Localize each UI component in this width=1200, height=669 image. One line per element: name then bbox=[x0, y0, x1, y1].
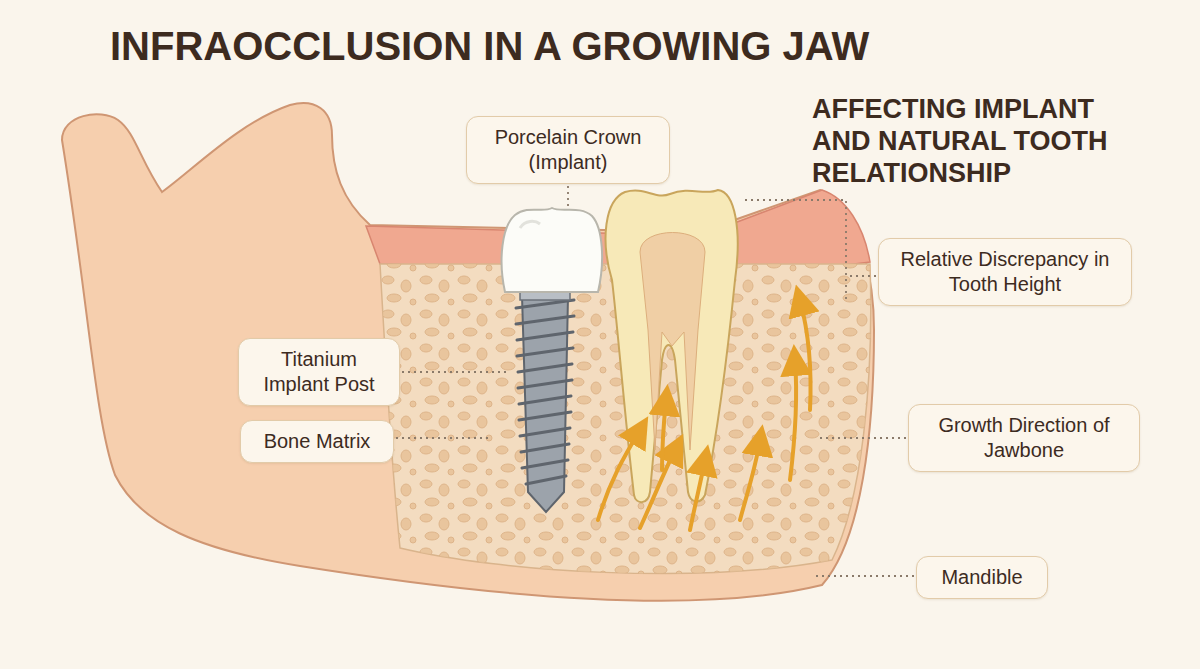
callout-box: Titanium Implant Post bbox=[238, 338, 400, 406]
mandible-outline bbox=[62, 103, 874, 601]
implant-post bbox=[522, 296, 568, 512]
callout-text: Growth Direction of Jawbone bbox=[921, 413, 1127, 463]
callout-box: Growth Direction of Jawbone bbox=[908, 404, 1140, 472]
growth-arrows bbox=[598, 300, 811, 530]
callout-box: Bone Matrix bbox=[240, 420, 394, 463]
callout-box: Relative Discrepancy in Tooth Height bbox=[878, 238, 1132, 306]
diagram-title: INFRAOCCLUSION IN A GROWING JAW bbox=[110, 24, 869, 69]
porcelain-crown bbox=[502, 208, 602, 292]
callout-text: Bone Matrix bbox=[253, 429, 381, 454]
callout-text: Porcelain Crown (Implant) bbox=[479, 125, 657, 175]
callout-text: Relative Discrepancy in Tooth Height bbox=[891, 247, 1119, 297]
tooth-pulp bbox=[640, 233, 705, 451]
callout-text: Titanium Implant Post bbox=[251, 347, 387, 397]
crown-shine bbox=[520, 221, 540, 228]
callout-box: Mandible bbox=[916, 556, 1048, 599]
subtitle-label: AFFECTING IMPLANT AND NATURAL TOOTH RELA… bbox=[812, 94, 1124, 190]
callout-box: Porcelain Crown (Implant) bbox=[466, 116, 670, 184]
implant-threads bbox=[516, 300, 574, 484]
leader-lines bbox=[396, 186, 914, 576]
callout-text: Mandible bbox=[929, 565, 1035, 590]
